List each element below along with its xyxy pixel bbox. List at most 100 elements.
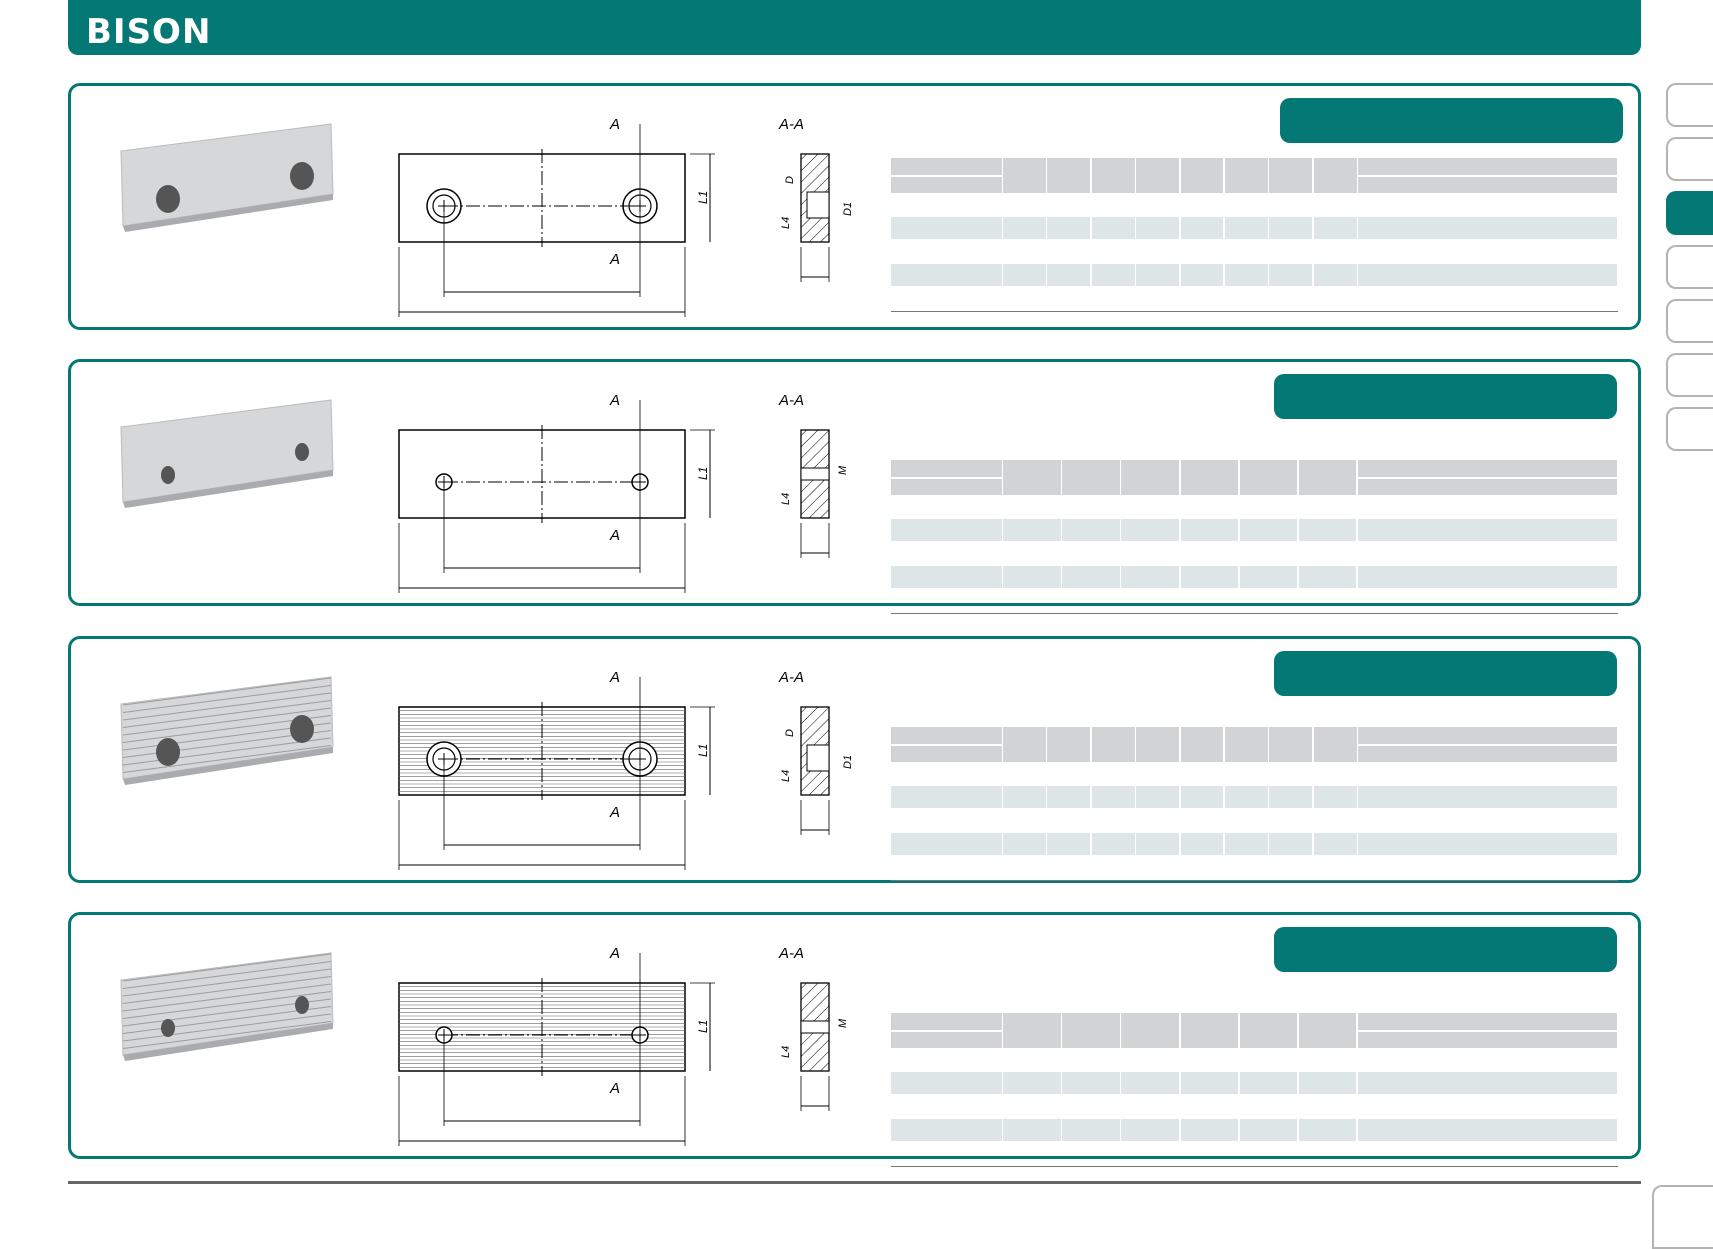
table-header-cell bbox=[1121, 1013, 1179, 1048]
page-header: BISON bbox=[68, 0, 1641, 55]
side-tab-5[interactable] bbox=[1666, 299, 1713, 343]
section-label: A-A bbox=[778, 669, 804, 686]
table-row bbox=[1136, 786, 1179, 808]
table-header-cell bbox=[1239, 1013, 1298, 1048]
table-row bbox=[891, 833, 1002, 855]
dim-l4: L4 bbox=[780, 770, 792, 782]
table-row bbox=[1313, 264, 1357, 286]
table-row bbox=[1136, 833, 1179, 855]
table-row bbox=[1003, 786, 1046, 808]
table-row bbox=[1062, 566, 1120, 588]
table-row bbox=[1313, 833, 1357, 855]
table-header-cell bbox=[1003, 1013, 1061, 1048]
table-row bbox=[1269, 833, 1313, 855]
table-row bbox=[1239, 1119, 1298, 1141]
table-row bbox=[1298, 1072, 1357, 1094]
product-title-pill bbox=[1274, 927, 1617, 972]
dim-d: D bbox=[784, 176, 796, 184]
table-row bbox=[1358, 786, 1617, 808]
cut-label-top: A bbox=[609, 669, 620, 686]
table-header-cell bbox=[1047, 158, 1091, 193]
side-tab-1[interactable] bbox=[1666, 83, 1713, 127]
table-header-cell bbox=[1269, 727, 1313, 762]
table-row bbox=[1224, 264, 1268, 286]
table-header-cell bbox=[1121, 460, 1179, 495]
dim-d1: D1 bbox=[842, 202, 854, 216]
table-row bbox=[1298, 519, 1357, 541]
table-header-cell bbox=[1224, 158, 1268, 193]
table-row bbox=[1239, 519, 1298, 541]
table-row bbox=[1313, 786, 1357, 808]
spec-table bbox=[891, 727, 1618, 887]
table-header-cell bbox=[1136, 727, 1179, 762]
table-header-cell bbox=[1003, 460, 1061, 495]
table-row bbox=[1091, 264, 1135, 286]
product-title-pill bbox=[1280, 98, 1623, 143]
dim-d: D bbox=[784, 729, 796, 737]
table-header-cell bbox=[1180, 158, 1224, 193]
side-tab-3[interactable] bbox=[1666, 191, 1713, 235]
table-row bbox=[891, 519, 1002, 541]
cut-label-bottom: A bbox=[609, 804, 620, 821]
table-row bbox=[1180, 519, 1239, 541]
product-photo bbox=[120, 123, 334, 232]
table-row bbox=[1358, 1119, 1617, 1141]
table-row bbox=[1358, 217, 1617, 239]
dim-l4: L4 bbox=[780, 1046, 792, 1058]
table-row bbox=[1047, 786, 1091, 808]
spec-table bbox=[891, 158, 1618, 318]
table-header-cell bbox=[1003, 727, 1046, 762]
table-row bbox=[1180, 1072, 1239, 1094]
table-row bbox=[1358, 264, 1617, 286]
dim-l1: L1 bbox=[696, 467, 710, 480]
spec-table bbox=[891, 1013, 1618, 1173]
dim-l4: L4 bbox=[780, 217, 792, 229]
spec-table bbox=[891, 460, 1618, 620]
product-title-pill bbox=[1274, 651, 1617, 696]
table-row bbox=[1358, 566, 1617, 588]
product-photo bbox=[120, 676, 334, 785]
page-number-tab[interactable] bbox=[1652, 1185, 1713, 1249]
table-header-cell bbox=[1298, 1013, 1357, 1048]
table-row bbox=[1180, 217, 1224, 239]
table-header-cell bbox=[1003, 158, 1046, 193]
table-row bbox=[1091, 786, 1135, 808]
table-row bbox=[1269, 217, 1313, 239]
table-header-cell bbox=[1269, 158, 1313, 193]
table-row bbox=[1358, 519, 1617, 541]
table-header-cell bbox=[1062, 1013, 1120, 1048]
table-row bbox=[1224, 833, 1268, 855]
table-row bbox=[1121, 1119, 1179, 1141]
table-header-cell bbox=[1298, 460, 1357, 495]
table-row bbox=[1269, 264, 1313, 286]
table-row bbox=[1047, 217, 1091, 239]
side-tab-7[interactable] bbox=[1666, 407, 1713, 451]
section-label: A-A bbox=[778, 945, 804, 962]
side-tab-6[interactable] bbox=[1666, 353, 1713, 397]
table-row bbox=[1269, 786, 1313, 808]
product-title-pill bbox=[1274, 374, 1617, 419]
dim-d1: D1 bbox=[842, 755, 854, 769]
table-row bbox=[1136, 264, 1179, 286]
table-row bbox=[1003, 217, 1046, 239]
table-row bbox=[1358, 833, 1617, 855]
table-row bbox=[1224, 217, 1268, 239]
table-header-cell bbox=[1047, 727, 1091, 762]
table-row bbox=[1003, 833, 1046, 855]
table-row bbox=[1121, 519, 1179, 541]
product-photo bbox=[120, 399, 334, 508]
table-header-cell bbox=[1224, 727, 1268, 762]
side-tab-2[interactable] bbox=[1666, 137, 1713, 181]
table-row bbox=[1003, 1072, 1061, 1094]
table-row bbox=[1298, 566, 1357, 588]
footer-divider bbox=[68, 1181, 1641, 1184]
table-row bbox=[1298, 1119, 1357, 1141]
table-row bbox=[891, 1072, 1002, 1094]
table-header-cell bbox=[1180, 727, 1224, 762]
table-header-cell bbox=[1091, 727, 1135, 762]
table-row bbox=[891, 566, 1002, 588]
side-tab-4[interactable] bbox=[1666, 245, 1713, 289]
